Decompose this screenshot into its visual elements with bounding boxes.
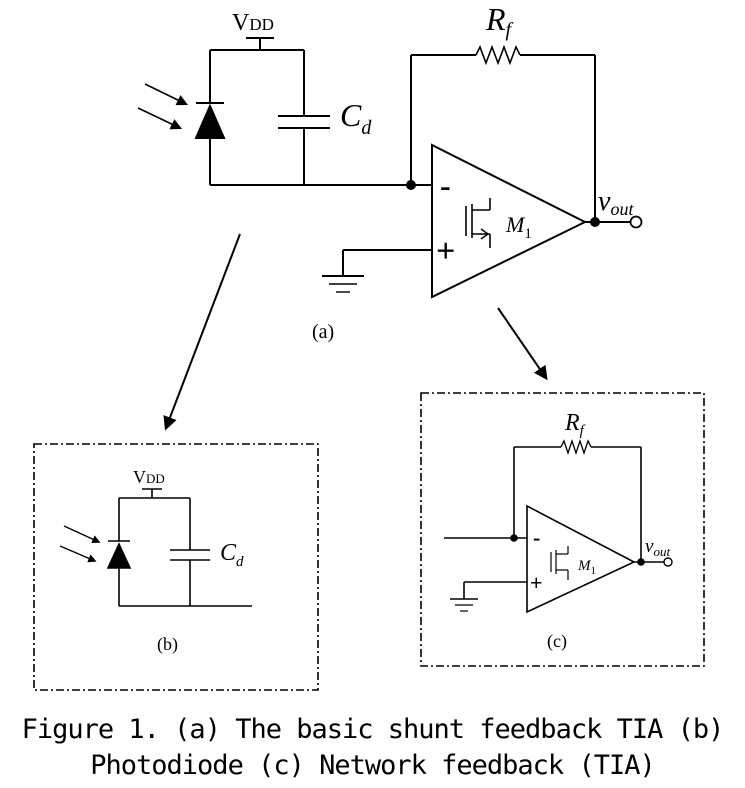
plus-sign-a: + — [436, 233, 455, 270]
cd-label-b: Cd — [220, 540, 244, 570]
light-arrows-a — [137, 83, 189, 130]
caption-line-1: Figure 1. (a) The basic shunt feedback T… — [21, 714, 725, 745]
ground-a — [322, 249, 432, 293]
feedback-path-a — [410, 44, 596, 222]
vdd-label-a: VDD — [232, 10, 274, 36]
caption-line-2: Photodiode (c) Network feedback (TIA) — [90, 750, 655, 781]
panel-b-frame — [33, 443, 319, 691]
output-node-a — [590, 217, 600, 227]
panel-a — [137, 37, 643, 431]
rf-label-a: Rf — [485, 1, 514, 41]
panel-c-label: (c) — [547, 631, 567, 652]
cd-label-a: Cd — [340, 97, 372, 139]
capacitor-a — [278, 50, 330, 185]
rf-label-c: Rf — [564, 410, 586, 439]
panel-a-labels: VDD Rf Cd M1 vout - + (a) — [232, 1, 634, 343]
circuit-diagram: VDD Rf Cd M1 vout - + (a) — [33, 1, 705, 691]
panel-b — [59, 488, 252, 607]
plus-sign-c: + — [530, 570, 543, 595]
arrow-to-c — [497, 307, 548, 381]
panel-c-labels: Rf M1 vout - + (c) — [530, 410, 670, 652]
output-terminal-a — [629, 215, 643, 229]
panel-c-frame — [420, 392, 705, 667]
panel-c — [444, 438, 673, 614]
figure-caption: Figure 1. (a) The basic shunt feedback T… — [0, 712, 745, 784]
minus-sign-a: - — [440, 167, 451, 203]
photodiode-a — [194, 50, 226, 185]
vout-label-a: vout — [598, 186, 634, 219]
panel-b-label: (b) — [157, 634, 178, 655]
opamp-a — [431, 143, 588, 299]
vout-label-c: vout — [645, 536, 670, 559]
mosfet-icon-a — [465, 198, 491, 248]
arrow-to-b — [163, 233, 241, 431]
panel-b-labels: VDD Cd (b) — [133, 467, 244, 655]
minus-sign-c: - — [533, 525, 540, 550]
vdd-supply-a — [210, 37, 304, 51]
vdd-label-b: VDD — [133, 467, 165, 487]
m1-label-c: M1 — [577, 558, 596, 577]
panel-a-label: (a) — [312, 321, 334, 343]
m1-label-a: M1 — [505, 212, 532, 242]
